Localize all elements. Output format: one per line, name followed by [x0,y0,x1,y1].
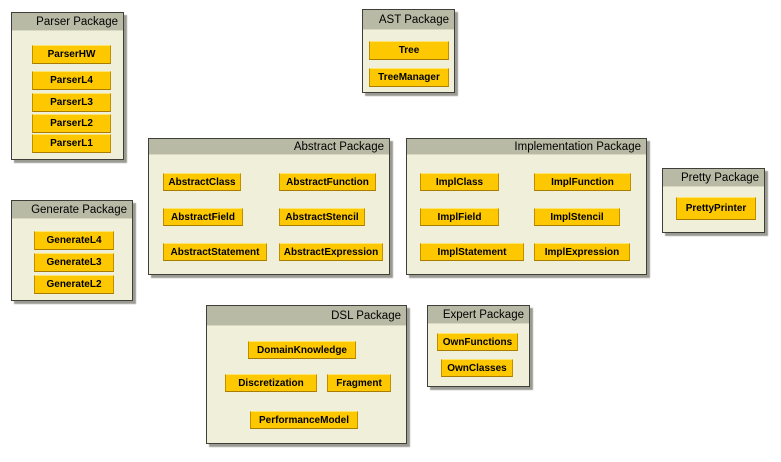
package-parser: Parser Package ParserHW ParserL4 ParserL… [11,12,124,160]
class-box-parserl2: ParserL2 [32,114,111,133]
package-implementation: Implementation Package ImplClass ImplFun… [406,138,647,275]
class-box-abstractstatement: AbstractStatement [163,243,267,261]
class-box-parserl3: ParserL3 [32,93,111,112]
package-expert: Expert Package OwnFunctions OwnClasses [427,305,530,387]
class-box-treemanager: TreeManager [369,68,449,87]
class-box-ownfunctions: OwnFunctions [437,333,518,351]
package-expert-header: Expert Package [428,306,529,324]
class-box-abstractfunction: AbstractFunction [279,173,376,191]
package-implementation-header: Implementation Package [407,139,646,155]
class-box-parserhw: ParserHW [32,45,111,64]
class-box-prettyprinter: PrettyPrinter [676,197,756,220]
class-box-tree: Tree [369,41,449,60]
package-dsl-title: DSL Package [331,309,401,322]
class-box-generatel2: GenerateL2 [34,275,114,294]
package-generate-title: Generate Package [31,203,127,216]
package-ast-title: AST Package [378,13,449,26]
package-abstract: Abstract Package AbstractClass AbstractF… [148,138,390,275]
class-box-fragment: Fragment [327,374,391,392]
class-box-implstencil: ImplStencil [534,208,620,226]
package-dsl-header: DSL Package [207,306,406,326]
class-box-generatel4: GenerateL4 [34,231,114,250]
package-pretty: Pretty Package PrettyPrinter [662,168,765,233]
package-ast: AST Package Tree TreeManager [362,9,455,93]
package-generate-header: Generate Package [12,201,132,219]
class-box-domainknowledge: DomainKnowledge [248,341,356,359]
package-pretty-header: Pretty Package [663,169,764,187]
package-abstract-header: Abstract Package [149,139,389,155]
class-box-ownclasses: OwnClasses [441,359,513,377]
class-box-abstractclass: AbstractClass [163,173,241,191]
package-abstract-title: Abstract Package [293,140,384,153]
package-generate: Generate Package GenerateL4 GenerateL3 G… [11,200,133,301]
class-box-implfunction: ImplFunction [534,173,631,191]
package-ast-header: AST Package [363,10,454,30]
class-box-implclass: ImplClass [420,173,499,191]
class-box-implstatement: ImplStatement [420,243,524,261]
package-pretty-title: Pretty Package [681,171,759,184]
class-box-implexpression: ImplExpression [534,243,630,261]
class-box-parserl4: ParserL4 [32,71,111,90]
class-box-abstractexpression: AbstractExpression [279,243,383,261]
package-expert-title: Expert Package [442,308,524,321]
class-box-performancemodel: PerformanceModel [250,411,358,429]
package-parser-header: Parser Package [12,13,123,31]
package-dsl: DSL Package DomainKnowledge Discretizati… [206,305,407,444]
package-parser-title: Parser Package [36,15,118,28]
class-box-generatel3: GenerateL3 [34,253,114,272]
class-box-parserl1: ParserL1 [32,134,111,153]
class-box-abstractfield: AbstractField [163,208,243,226]
class-box-implfield: ImplField [420,208,499,226]
class-box-abstractstencil: AbstractStencil [279,208,365,226]
class-box-discretization: Discretization [225,374,317,392]
package-implementation-title: Implementation Package [514,140,641,153]
